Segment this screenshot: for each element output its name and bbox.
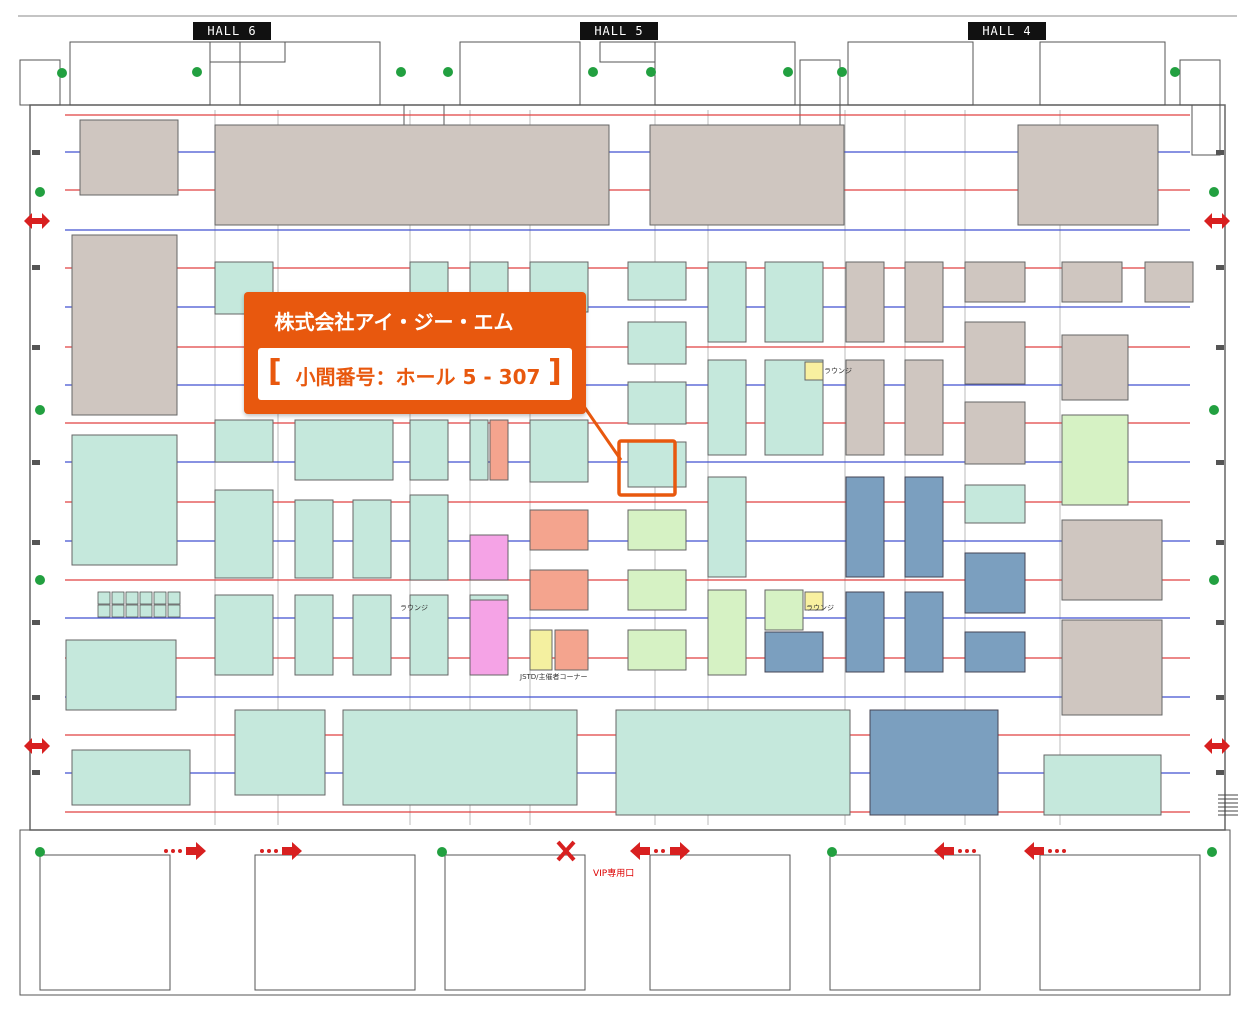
- lounge-label-2: ラウンジ: [400, 604, 428, 612]
- small-booths: [97, 591, 181, 618]
- exit-arrows: [24, 213, 1230, 860]
- jstd-corner-label: JSTD/主催者コーナー: [520, 673, 588, 681]
- lounge-booth-2: [804, 591, 824, 611]
- stairs: [1218, 794, 1238, 816]
- company-name: 株式会社アイ・ジー・エム: [274, 310, 514, 334]
- hall-4-label: HALL 4: [968, 22, 1046, 40]
- callout-pointer: [581, 404, 623, 461]
- lounge-label-1: ラウンジ: [824, 367, 852, 375]
- booth-number: 小間番号：ホール 5 - 307: [295, 365, 541, 389]
- jstd-booth: [529, 629, 553, 671]
- salmon-booths: [489, 419, 589, 671]
- exhibitor-callout: 株式会社アイ・ジー・エム [ 小間番号：ホール 5 - 307 ]: [244, 292, 586, 414]
- entrance-dots: [164, 849, 1066, 853]
- highlighted-booth-5-307[interactable]: [617, 439, 677, 497]
- gray-booths: [71, 119, 1194, 716]
- booth-number-box: [ 小間番号：ホール 5 - 307 ]: [258, 348, 572, 400]
- magenta-booths: [469, 534, 509, 676]
- hall-5-label: HALL 5: [580, 22, 658, 40]
- open-bracket: [: [268, 354, 282, 389]
- blue-booths: [764, 476, 1026, 816]
- bottom-structures: [19, 829, 1231, 996]
- green-booths: [627, 414, 1129, 676]
- closed-entrance-x-icon: [556, 840, 576, 862]
- vip-entrance-label: VIP専用口: [593, 869, 635, 879]
- hall-6-label: HALL 6: [193, 22, 271, 40]
- emergency-exit-icons: [35, 67, 1219, 857]
- lounge-label-3: ラウンジ: [806, 604, 834, 612]
- close-bracket: ]: [548, 354, 562, 389]
- lounge-booth: [804, 361, 824, 381]
- pillar-markers: [32, 150, 1224, 775]
